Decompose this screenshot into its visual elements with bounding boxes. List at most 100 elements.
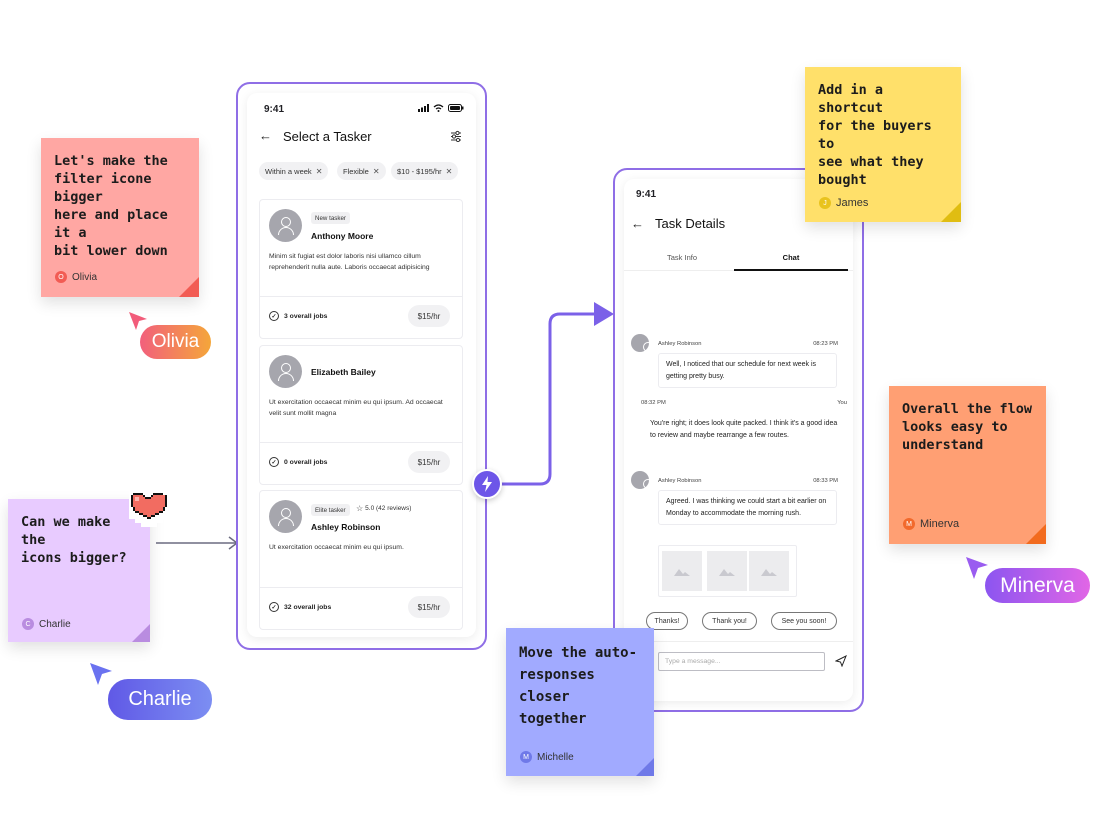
check-circle-icon: ✓	[269, 311, 279, 321]
input-divider	[624, 641, 853, 642]
sticky-note-james[interactable]: Add in a shortcut for the buyers to see …	[805, 67, 961, 222]
cursor-label-charlie: Charlie	[108, 679, 212, 720]
tasker-name: Ashley Robinson	[311, 522, 381, 532]
jobs-count: ✓ 32 overall jobs	[269, 602, 331, 612]
back-button[interactable]: ←	[631, 216, 644, 231]
cursor-pointer-icon	[966, 557, 988, 579]
signal-icon	[418, 104, 429, 112]
avatar	[269, 355, 302, 388]
cursor-label-minerva: Minerva	[985, 568, 1090, 603]
cursor-pointer-icon	[129, 312, 147, 330]
message-time: 08:32 PM	[641, 400, 666, 406]
status-icons	[418, 104, 464, 112]
tab-active-indicator	[734, 269, 848, 271]
filter-chip-date[interactable]: Within a week✕	[259, 162, 329, 180]
tasker-description: Ut exercitation occaecat minim eu qui ip…	[269, 544, 404, 551]
sticky-note-charlie[interactable]: Can we make the icons bigger? C Charlie	[8, 499, 150, 642]
back-button[interactable]: ←	[259, 128, 272, 143]
tasker-name: Anthony Moore	[311, 231, 374, 241]
image-icon	[761, 569, 777, 576]
image-placeholder[interactable]	[707, 551, 747, 591]
send-icon[interactable]	[835, 655, 847, 667]
image-placeholder[interactable]	[749, 551, 789, 591]
author-name: Olivia	[72, 271, 98, 283]
message-sender: Ashley Robinson	[658, 478, 702, 484]
close-icon[interactable]: ✕	[315, 166, 323, 176]
star-icon: ☆	[356, 504, 364, 513]
sticky-note-minerva[interactable]: Overall the flow looks easy to understan…	[889, 386, 1046, 544]
jobs-label: 3 overall jobs	[284, 312, 328, 320]
divider	[260, 587, 462, 588]
rate-badge: $15/hr	[408, 305, 450, 327]
filter-chip-flexible[interactable]: Flexible✕	[337, 162, 386, 180]
check-circle-icon: ✓	[269, 457, 279, 467]
page-title: Select a Tasker	[283, 129, 372, 144]
quick-reply-button[interactable]: Thanks!	[646, 612, 688, 630]
note-author: M Minerva	[903, 518, 959, 530]
tasker-card[interactable]: Elizabeth Bailey Ut exercitation occaeca…	[259, 345, 463, 485]
jobs-count: ✓ 3 overall jobs	[269, 311, 327, 321]
status-time: 9:41	[264, 104, 285, 115]
note-author: O Olivia	[55, 271, 97, 283]
flow-connector-arrowhead	[594, 302, 614, 326]
avatar	[269, 500, 302, 533]
author-avatar: O	[55, 271, 67, 283]
battery-icon	[448, 104, 464, 112]
note-text: Move the auto- responses closer together	[519, 645, 638, 727]
author-name: James	[836, 197, 869, 209]
author-name: Charlie	[39, 618, 71, 630]
close-icon[interactable]: ✕	[372, 166, 380, 176]
close-icon[interactable]: ✕	[445, 166, 453, 176]
chip-label: Within a week	[265, 166, 312, 176]
tasker-description: Minim sit fugiat est dolor laboris nisi …	[269, 253, 430, 271]
sticky-note-olivia[interactable]: Let's make the filter icone bigger here …	[41, 138, 199, 297]
message-bubble: Agreed. I was thinking we could start a …	[658, 490, 837, 525]
jobs-label: 0 overall jobs	[284, 458, 328, 466]
attachment-group	[658, 545, 797, 597]
author-avatar: J	[819, 197, 831, 209]
quick-reply-button[interactable]: See you soon!	[771, 612, 837, 630]
tasker-name: Elizabeth Bailey	[311, 367, 376, 377]
note-fold	[941, 202, 961, 222]
message-input[interactable]: Type a message...	[658, 652, 825, 671]
author-avatar: C	[22, 618, 34, 630]
image-placeholder[interactable]	[662, 551, 702, 591]
rate-badge: $15/hr	[408, 451, 450, 473]
wifi-icon	[433, 104, 444, 112]
message-bubble: Well, I noticed that our schedule for ne…	[658, 353, 837, 388]
avatar	[631, 334, 656, 360]
note-fold	[179, 277, 199, 297]
filter-icon[interactable]	[450, 130, 462, 142]
jobs-count: ✓ 0 overall jobs	[269, 457, 327, 467]
tasker-card[interactable]: New tasker Anthony Moore Minim sit fugia…	[259, 199, 463, 339]
message-bubble: You're right; it does look quite packed.…	[643, 413, 850, 446]
tab-chat[interactable]: Chat	[782, 253, 800, 262]
status-time: 9:41	[636, 189, 657, 200]
chip-label: $10 - $195/hr	[397, 166, 442, 176]
tab-task-info[interactable]: Task Info	[666, 253, 697, 262]
tasker-badge: New tasker	[311, 212, 350, 224]
filter-chip-price[interactable]: $10 - $195/hr✕	[391, 162, 459, 180]
author-avatar: M	[520, 751, 532, 763]
message-sender: You	[837, 400, 847, 406]
lightning-node[interactable]	[472, 469, 502, 499]
note-text: Can we make the icons bigger?	[21, 514, 127, 566]
tasker-description: Ut exercitation occaecat minim eu qui ip…	[269, 399, 443, 417]
divider	[260, 442, 462, 443]
cursor-label-olivia: Olivia	[140, 325, 211, 359]
note-text: Add in a shortcut for the buyers to see …	[818, 82, 932, 188]
avatar	[269, 209, 302, 242]
message-sender: Ashley Robinson	[658, 341, 702, 347]
rate-badge: $15/hr	[408, 596, 450, 618]
note-fold	[132, 624, 150, 642]
jobs-label: 32 overall jobs	[284, 603, 332, 611]
author-name: Minerva	[920, 518, 960, 530]
sticky-note-michelle[interactable]: Move the auto- responses closer together…	[506, 628, 654, 776]
tasker-card[interactable]: Elite tasker ☆ 5.0 (42 reviews) Ashley R…	[259, 490, 463, 630]
cursor-pointer-icon	[90, 663, 112, 685]
quick-reply-button[interactable]: Thank you!	[702, 612, 757, 630]
page-title: Task Details	[655, 216, 726, 231]
screen-select-tasker: 9:41 ← Select a Tasker Within a week✕ Fl…	[247, 93, 476, 637]
rating: ☆ 5.0 (42 reviews)	[356, 504, 411, 513]
